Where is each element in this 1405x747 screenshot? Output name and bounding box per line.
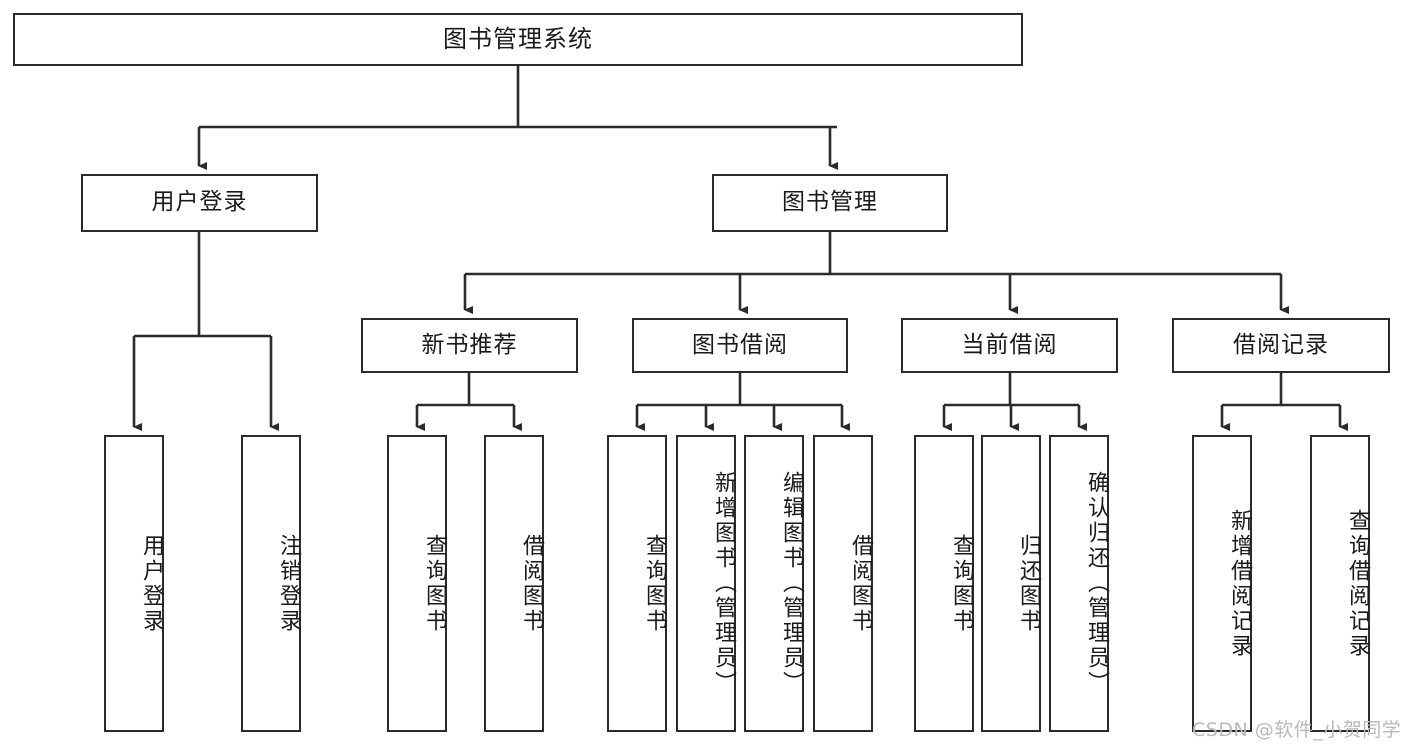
leaf-current-query-book[interactable]: 查询图书 bbox=[914, 435, 974, 732]
node-borrow-record[interactable]: 借阅记录 bbox=[1172, 318, 1390, 373]
node-root-system[interactable]: 图书管理系统 bbox=[13, 13, 1023, 66]
leaf-recommend-borrow-book-label: 借阅图书 bbox=[519, 533, 544, 634]
leaf-recommend-query-book-label: 查询图书 bbox=[422, 533, 447, 634]
node-new-book-recommend[interactable]: 新书推荐 bbox=[361, 318, 578, 373]
leaf-record-query[interactable]: 查询借阅记录 bbox=[1310, 435, 1370, 732]
leaf-borrow-borrow-book[interactable]: 借阅图书 bbox=[813, 435, 873, 732]
leaf-borrow-edit-book-admin[interactable]: 编辑图书（管理员） bbox=[744, 435, 804, 732]
node-new-book-recommend-label: 新书推荐 bbox=[421, 331, 518, 358]
node-current-borrow-label: 当前借阅 bbox=[961, 331, 1058, 358]
node-book-borrow-label: 图书借阅 bbox=[692, 331, 788, 358]
watermark-text: CSDN @软件_小贺同学 bbox=[1192, 719, 1402, 741]
node-book-borrow[interactable]: 图书借阅 bbox=[632, 318, 848, 373]
node-root-system-label: 图书管理系统 bbox=[443, 25, 593, 54]
leaf-logout[interactable]: 注销登录 bbox=[241, 435, 301, 732]
node-book-manage[interactable]: 图书管理 bbox=[712, 174, 948, 232]
leaf-current-confirm-return-admin[interactable]: 确认归还（管理员） bbox=[1049, 435, 1109, 732]
leaf-record-add[interactable]: 新增借阅记录 bbox=[1192, 435, 1252, 732]
leaf-recommend-query-book[interactable]: 查询图书 bbox=[387, 435, 447, 732]
leaf-record-add-label: 新增借阅记录 bbox=[1227, 508, 1252, 659]
leaf-record-query-label: 查询借阅记录 bbox=[1345, 508, 1370, 659]
node-borrow-record-label: 借阅记录 bbox=[1233, 331, 1329, 358]
node-book-manage-label: 图书管理 bbox=[782, 189, 878, 216]
leaf-current-query-book-label: 查询图书 bbox=[949, 533, 974, 634]
leaf-borrow-borrow-book-label: 借阅图书 bbox=[848, 533, 873, 634]
node-current-borrow[interactable]: 当前借阅 bbox=[901, 318, 1118, 373]
node-user-login[interactable]: 用户登录 bbox=[81, 174, 318, 232]
leaf-current-return-book[interactable]: 归还图书 bbox=[981, 435, 1041, 732]
leaf-current-return-book-label: 归还图书 bbox=[1016, 533, 1041, 634]
node-user-login-label: 用户登录 bbox=[151, 189, 248, 216]
leaf-borrow-query-book[interactable]: 查询图书 bbox=[607, 435, 667, 732]
leaf-user-login[interactable]: 用户登录 bbox=[104, 435, 164, 732]
watermark: CSDN @软件_小贺同学 bbox=[1192, 715, 1401, 742]
leaf-user-login-label: 用户登录 bbox=[139, 533, 164, 634]
leaf-borrow-add-book-admin-label: 新增图书（管理员） bbox=[711, 471, 736, 696]
leaf-current-confirm-return-admin-label: 确认归还（管理员） bbox=[1084, 471, 1109, 696]
leaf-logout-label: 注销登录 bbox=[276, 533, 301, 634]
leaf-borrow-edit-book-admin-label: 编辑图书（管理员） bbox=[779, 471, 804, 696]
leaf-recommend-borrow-book[interactable]: 借阅图书 bbox=[484, 435, 544, 732]
leaf-borrow-add-book-admin[interactable]: 新增图书（管理员） bbox=[676, 435, 736, 732]
leaf-borrow-query-book-label: 查询图书 bbox=[642, 533, 667, 634]
